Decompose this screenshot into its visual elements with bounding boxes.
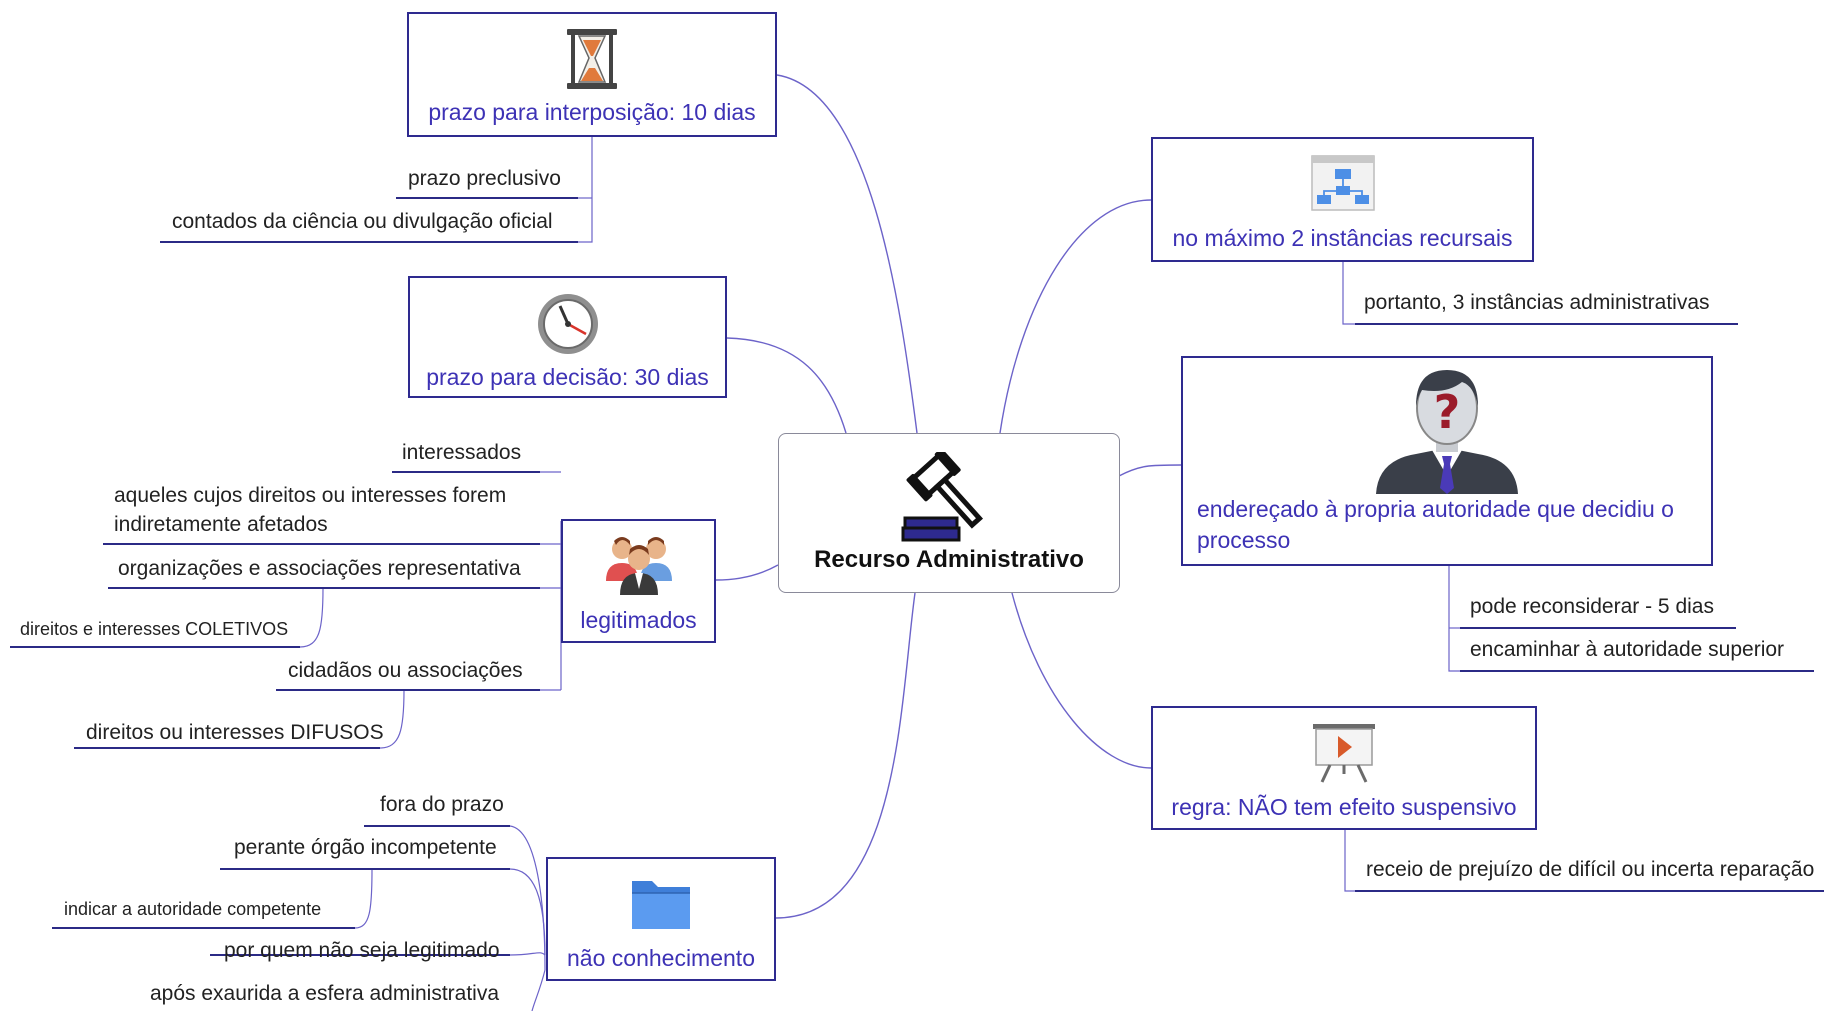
node-instancias-label: no máximo 2 instâncias recursais — [1172, 225, 1513, 251]
connector-enderecado — [1118, 464, 1182, 477]
leaf-tres-instancias[interactable]: portanto, 3 instâncias administrativas — [1364, 291, 1710, 314]
node-nao-conhecimento-label: não conhecimento — [567, 945, 755, 971]
leaf-nao-legitimado[interactable]: por quem não seja legitimado — [224, 939, 500, 962]
node-enderecado-label: endereçado à propria autoridade que deci… — [1197, 496, 1674, 553]
gavel-icon — [901, 448, 997, 549]
connector-legitimados — [715, 564, 779, 581]
node-instancias[interactable]: no máximo 2 instâncias recursais — [1151, 137, 1534, 262]
connector-instancias — [999, 199, 1152, 434]
people-group-icon — [602, 533, 676, 602]
leaf-orgao-incompetente[interactable]: perante órgão incompetente — [234, 836, 497, 859]
leaf-fora-do-prazo[interactable]: fora do prazo — [380, 793, 504, 816]
leaf-encaminhar-autoridade[interactable]: encaminhar à autoridade superior — [1470, 638, 1785, 661]
leaf-pode-reconsiderar[interactable]: pode reconsiderar - 5 dias — [1470, 595, 1714, 618]
leaf-direitos-difusos[interactable]: direitos ou interesses DIFUSOS — [86, 721, 384, 744]
hourglass-icon — [565, 28, 619, 95]
node-prazo-decisao-label: prazo para decisão: 30 dias — [426, 364, 709, 390]
leaf-direitos-coletivos[interactable]: direitos e interesses COLETIVOS — [20, 619, 289, 639]
node-enderecado[interactable]: ? endereçado à propria autoridade que de… — [1181, 356, 1713, 566]
central-node[interactable]: Recurso Administrativo — [778, 433, 1120, 593]
node-legitimados-label: legitimados — [580, 607, 697, 633]
node-prazo-interposicao[interactable]: prazo para interposição: 10 dias — [407, 12, 777, 137]
leaf-exaurida-esfera[interactable]: após exaurida a esfera administrativa — [150, 982, 500, 1005]
node-prazo-decisao[interactable]: prazo para decisão: 30 dias — [408, 276, 727, 398]
leaf-prazo-preclusivo[interactable]: prazo preclusivo — [408, 167, 561, 190]
person-question-icon: ? — [1376, 368, 1518, 499]
clock-icon — [536, 292, 600, 361]
leaf-aqueles-cujos-direitos[interactable]: aqueles cujos direitos ou interesses for… — [114, 484, 507, 536]
presentation-play-icon — [1312, 722, 1376, 789]
leaf-indicar-autoridade[interactable]: indicar a autoridade competente — [64, 899, 322, 919]
leaf-contados-ciencia[interactable]: contados da ciência ou divulgação oficia… — [172, 210, 553, 233]
central-title: Recurso Administrativo — [814, 546, 1084, 573]
org-chart-icon — [1310, 155, 1375, 216]
connector-prazo-decisao — [726, 337, 847, 434]
folder-icon — [630, 875, 692, 936]
connector-nao-conhecimento — [775, 592, 916, 919]
node-nao-conhecimento[interactable]: não conhecimento — [546, 857, 776, 981]
leaf-cidadaos-associacoes[interactable]: cidadãos ou associações — [288, 659, 523, 682]
node-regra-label: regra: NÃO tem efeito suspensivo — [1171, 794, 1517, 820]
leaf-interessados[interactable]: interessados — [402, 441, 522, 464]
node-regra[interactable]: regra: NÃO tem efeito suspensivo — [1151, 706, 1537, 830]
leaf-organizacoes-associacoes[interactable]: organizações e associações representativ… — [118, 557, 521, 580]
node-prazo-interposicao-label: prazo para interposição: 10 dias — [428, 99, 756, 125]
connector-prazo-interposicao — [776, 74, 918, 434]
node-legitimados[interactable]: legitimados — [561, 519, 716, 643]
leaf-receio-prejuizo[interactable]: receio de prejuízo de difícil ou incerta… — [1366, 858, 1815, 881]
svg-text:?: ? — [1434, 385, 1461, 439]
connector-regra — [1011, 592, 1152, 769]
